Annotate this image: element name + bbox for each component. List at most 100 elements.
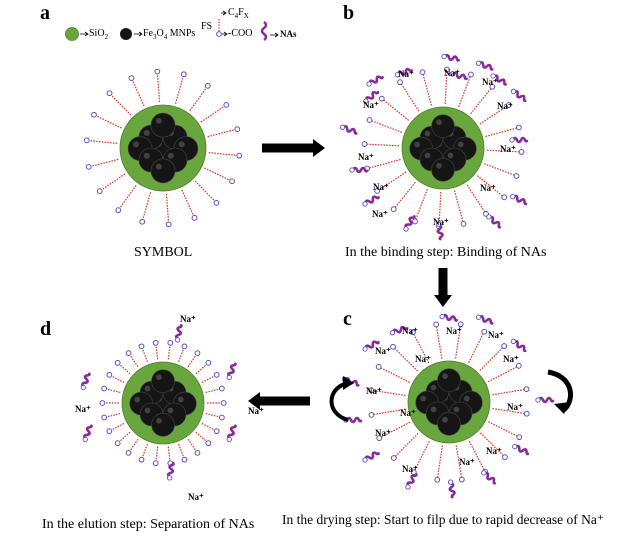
panel-b-mnp-core [431,114,455,138]
panel-c-nas-strand [439,313,459,322]
panel-d-carboxyl-head [218,385,225,392]
legend-chain-label: C4FX [228,7,249,20]
na-ion-label: Na⁺ [482,77,498,87]
panel-d-nas-strand [80,372,91,391]
panel-b-carboxyl-head [513,173,520,179]
panel-d-carboxyl-head [194,350,201,357]
panel-b-mnp-highlight [436,162,442,169]
panel-c-mnp-highlight [430,384,437,391]
caption-elution: In the elution step: Separation of NAs [42,517,255,532]
nas-end [339,124,346,130]
panel-d-fs-chain [205,412,220,418]
panel-a-particle [83,68,243,228]
panel-b-fs-chain [415,188,428,220]
panel-b-carboxyl-head [444,66,450,73]
nas-helix [342,125,358,135]
panel-c-fs-chain [455,445,463,478]
panel-c-nas-strand [510,338,527,353]
panel-c-carboxyl-head [390,455,397,461]
panel-d-carboxyl-head [138,343,145,350]
panel-b-fs-chain [438,191,442,224]
flip-arrow-right [547,369,574,414]
nas-helix [441,313,459,322]
panel-d-carboxyl-head [181,456,188,463]
panel-d-nas-strand [226,424,237,443]
panel-b-carboxyl-head [489,83,496,90]
panel-label-a: a [40,2,50,24]
panel-b-mnp-core [431,158,455,182]
panel-b-carboxyl-head [505,102,512,108]
panel-c-mnp-highlight [430,406,437,413]
panel-c-nas-strand [389,325,409,336]
panel-b-carboxyl-head [412,218,418,225]
nas-end [405,484,411,490]
panel-c-mnp-core [437,368,461,392]
panel-d-fs-chain [167,345,171,360]
panel-c-nas-strand [362,451,380,463]
panel-a-carboxyl-head [85,163,92,170]
panel-a-mnp-highlight [167,152,174,159]
panel-a-fs-chain [204,167,230,181]
panel-a-fs-chain [181,189,194,216]
panel-d-mnp-core [151,369,175,393]
panel-d-carboxyl-head [205,359,212,366]
panel-b-fs-chain [383,99,410,121]
panel-d-carboxyl-head [181,343,188,350]
panel-c-mnp-highlight [463,395,470,402]
nas-helix [364,340,380,350]
panel-b-nas-strand [339,124,358,135]
panel-b-nas-strand [475,60,494,71]
panel-a-mnp-highlight [132,141,139,148]
arrow-legend-sio2 [80,31,89,37]
panel-b-fs-chain [476,175,503,197]
na-ion-label: Na⁺ [188,492,204,502]
flip-arrow-left-arc [329,381,349,422]
panel-b-mnp-highlight [424,130,431,137]
panel-c-carboxyl-head [433,321,440,328]
panel-c-carboxyl-head [523,410,530,417]
panel-a-mnp-highlight [143,129,150,136]
panel-a-fs-chain [156,74,161,103]
panel-a-carboxyl-head [234,126,241,133]
na-ion-label: Na⁺ [500,144,516,154]
panel-d-fs-chain [119,364,131,375]
panel-d-carboxyl-head [194,449,201,456]
panel-a-carboxyl-head [154,68,161,75]
na-ion-label: Na⁺ [372,209,388,219]
panel-b-nas-strand [362,195,380,207]
panel-label-c: c [343,308,352,330]
process-arrow-b-to-c [434,268,452,307]
panel-c-fs-chain [492,407,525,414]
nas-end [349,167,355,173]
legend-graphics [65,10,279,41]
panel-b-carboxyl-head [468,71,474,78]
nas-helix [512,90,527,103]
nas-end [510,193,516,200]
na-ion-label: Na⁺ [507,402,523,412]
panel-d-mnp-highlight [156,417,162,424]
panel-a-mnp-core [150,158,176,184]
panel-d-particle [99,339,227,467]
panel-a-fs-chain [101,173,126,191]
panel-c-carboxyl-head [368,411,375,418]
panel-b-particle [361,66,525,230]
panel-a-carboxyl-head [236,152,243,159]
panel-a-fs-chain [207,129,235,138]
nas-helix [83,424,93,440]
legend-sio2-label: SiO2 [89,28,109,41]
panel-label-d: d [40,318,52,340]
nas-end [475,60,482,66]
nas-end [362,201,368,207]
panel-d-carboxyl-head [99,400,106,406]
nas-helix [488,215,502,229]
flip-arrow-right-head [554,402,570,414]
panel-b-nas-strand [510,193,528,206]
panel-c-nas-strand [405,473,418,490]
panel-b-carboxyl-head [501,194,508,201]
panel-label-b: b [343,2,355,24]
nas-end [510,88,517,95]
nas-end [447,479,454,485]
na-ion-label: Na⁺ [180,314,196,324]
panel-b-fs-chain [485,127,517,138]
panel-a-fs-chain [89,140,118,145]
